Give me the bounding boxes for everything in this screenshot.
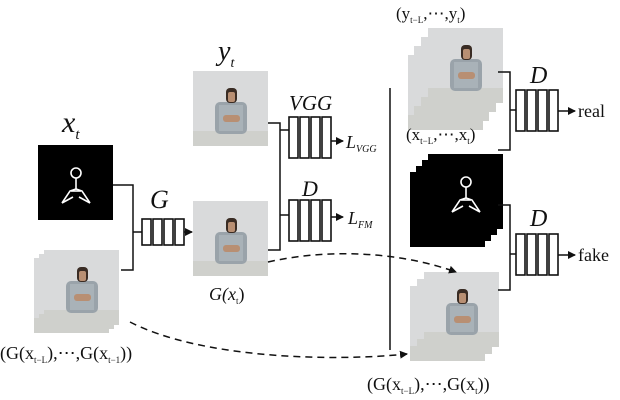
l-vgg-label: LVGG	[345, 132, 377, 155]
fake-branch-line	[498, 204, 511, 291]
generated-frame-dashed-arrow	[267, 253, 457, 274]
previous-frames-dashed-arrow	[129, 321, 408, 359]
generated-frames-stack	[410, 272, 499, 361]
generator-label: G	[150, 185, 169, 214]
l-fm-label: LFM	[347, 208, 373, 231]
pose-frames-stack	[409, 153, 504, 248]
previous-generated-label: (G(xt−L),⋯,G(xt−1))	[0, 343, 132, 365]
pose-sequence-label: (xt−L,⋯,xt)	[406, 125, 475, 146]
d-top-label: D	[529, 63, 547, 89]
generated-frame	[193, 201, 268, 276]
generated-frame-label: G(xt)	[209, 284, 245, 306]
fake-discriminator	[515, 233, 559, 276]
fake-label: fake	[578, 245, 609, 265]
loss-branch-line	[268, 122, 281, 251]
feature-matching-discriminator	[288, 199, 332, 242]
y-t-label: yt	[215, 36, 235, 71]
input-join-line	[113, 184, 134, 271]
real-branch-line	[498, 71, 511, 151]
vgg-network	[288, 116, 332, 159]
previous-generated-frames	[34, 250, 119, 333]
vgg-label: VGG	[289, 91, 332, 115]
d-mid-label: D	[301, 176, 318, 201]
pose-input-frame	[37, 144, 114, 221]
d-bottom-label: D	[529, 206, 547, 232]
x-t-label: xt	[61, 106, 80, 143]
generator-network	[141, 218, 185, 246]
real-sequence-label: (yt−L,⋯,yt)	[396, 4, 465, 25]
real-frames-stack	[408, 28, 503, 130]
ground-truth-frame	[193, 71, 268, 146]
real-label: real	[578, 101, 605, 121]
generated-sequence-label: (G(xt−L),⋯,G(xt))	[367, 374, 490, 396]
real-discriminator	[515, 89, 559, 132]
